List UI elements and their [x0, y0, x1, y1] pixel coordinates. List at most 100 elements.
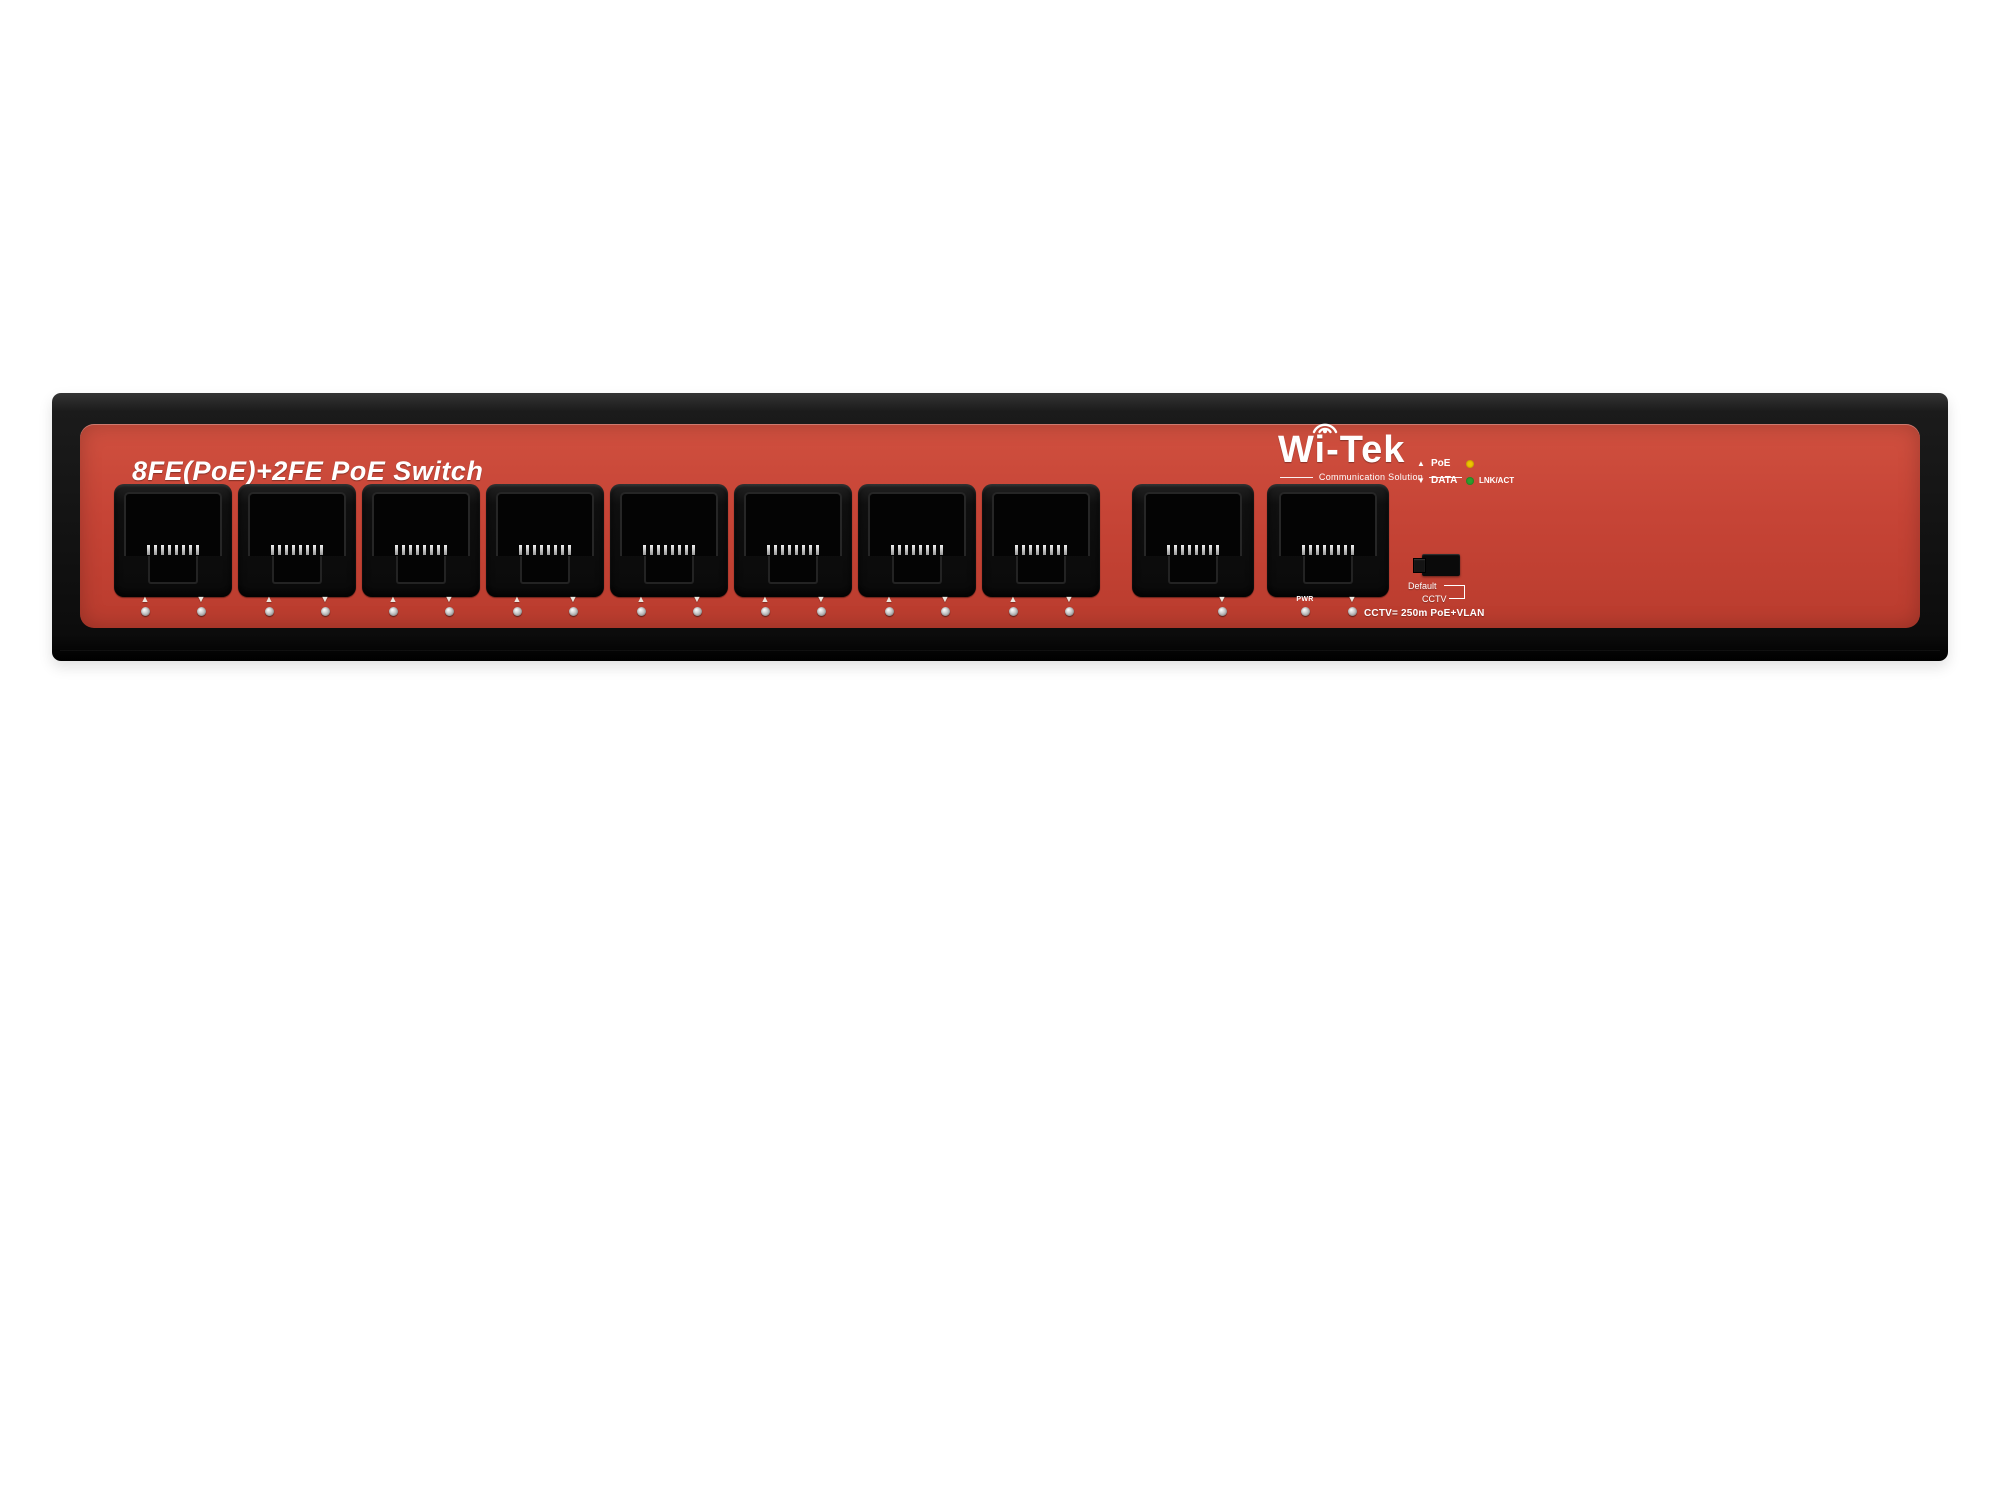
led-direction-arrow: ▼ — [444, 594, 454, 604]
tagline-left-line — [1280, 476, 1313, 478]
poe-led: ▲ — [633, 594, 649, 616]
rj45-pin — [788, 545, 791, 555]
poe-led: ▲ — [509, 594, 525, 616]
tagline-right-line — [1429, 476, 1462, 478]
rj45-pins — [1015, 545, 1067, 555]
poe-led: ▲ — [137, 594, 153, 616]
port-led-pair: ▲▼ — [509, 594, 581, 616]
dip-label-cctv: CCTV — [1422, 594, 1447, 604]
rj45-pin — [678, 545, 681, 555]
led-direction-arrow: ▼ — [568, 594, 578, 604]
rj45-opening — [744, 492, 842, 556]
rj45-port — [1132, 484, 1254, 597]
dip-bracket-line — [1449, 598, 1465, 599]
rj45-pin — [767, 545, 770, 555]
power-led: PWR — [1292, 596, 1318, 616]
port-led-pair: ▲▼ — [881, 594, 953, 616]
port-led-pair: ▲▼ — [261, 594, 333, 616]
rj45-jack — [124, 492, 222, 588]
led-lamp — [1300, 607, 1310, 616]
rj45-pin — [437, 545, 440, 555]
rj45-latch-slot — [644, 556, 694, 584]
rj45-port — [610, 484, 728, 597]
rj45-pin — [664, 545, 667, 555]
port-group-main — [114, 484, 1100, 597]
rj45-pin — [1057, 545, 1060, 555]
rj45-pin — [926, 545, 929, 555]
rj45-jack — [868, 492, 966, 588]
led-lamp — [512, 607, 522, 616]
rj45-pins — [271, 545, 323, 555]
rj45-pins — [147, 545, 199, 555]
rj45-pin — [554, 545, 557, 555]
port-led-pair: ▲▼ — [385, 594, 457, 616]
poe-led: ▲ — [757, 594, 773, 616]
rj45-pin — [540, 545, 543, 555]
rj45-pin — [1167, 545, 1170, 555]
rj45-pin — [1043, 545, 1046, 555]
data-led: ▼ — [813, 594, 829, 616]
led-direction-arrow: ▼ — [1347, 594, 1357, 604]
dip-label-default: Default — [1408, 581, 1437, 591]
rj45-pin — [1323, 545, 1326, 555]
port-group-uplink — [1132, 484, 1389, 597]
rj45-jack — [372, 492, 470, 588]
data-led: ▼ — [1061, 594, 1077, 616]
rj45-opening — [124, 492, 222, 556]
rj45-latch-slot — [520, 556, 570, 584]
rj45-pin — [1036, 545, 1039, 555]
rj45-opening — [372, 492, 470, 556]
rj45-pin — [940, 545, 943, 555]
rj45-latch-slot — [272, 556, 322, 584]
dip-bracket-line — [1444, 585, 1464, 586]
rj45-pins — [643, 545, 695, 555]
rj45-port — [486, 484, 604, 597]
rj45-latch-slot — [1016, 556, 1066, 584]
rj45-pin — [175, 545, 178, 555]
legend-row-poe: ▲PoE — [1416, 455, 1514, 472]
led-direction-arrow: ▲ — [512, 594, 522, 604]
rj45-opening — [248, 492, 346, 556]
rj45-pin — [430, 545, 433, 555]
product-title: 8FE(PoE)+2FE PoE Switch — [132, 456, 484, 486]
rj45-opening — [992, 492, 1090, 556]
led-lamp — [1064, 607, 1074, 616]
rj45-pin — [1209, 545, 1212, 555]
rj45-pin — [416, 545, 419, 555]
led-lamp — [568, 607, 578, 616]
rj45-pin — [423, 545, 426, 555]
rj45-pin — [1309, 545, 1312, 555]
rj45-pin — [154, 545, 157, 555]
rj45-latch-slot — [892, 556, 942, 584]
led-direction-arrow: ▲ — [760, 594, 770, 604]
led-direction-arrow: ▼ — [320, 594, 330, 604]
data-led: ▼ — [441, 594, 457, 616]
poe-led: ▲ — [385, 594, 401, 616]
rj45-pin — [795, 545, 798, 555]
dip-bracket-line — [1464, 585, 1465, 599]
led-direction-arrow: ▼ — [692, 594, 702, 604]
led-lamp — [264, 607, 274, 616]
legend-led-dot — [1466, 459, 1474, 468]
rj45-pin — [526, 545, 529, 555]
port-led-pair: ▲▼ — [1005, 594, 1077, 616]
rj45-pin — [781, 545, 784, 555]
rj45-pin — [278, 545, 281, 555]
led-direction-arrow: ▲ — [140, 594, 150, 604]
rj45-jack — [620, 492, 718, 588]
rj45-pins — [519, 545, 571, 555]
rj45-latch-slot — [1168, 556, 1218, 584]
brand-name: Wi-Tek — [1278, 429, 1406, 471]
led-lamp — [1347, 607, 1357, 616]
rj45-pin — [933, 545, 936, 555]
led-direction-arrow: ▼ — [1217, 594, 1227, 604]
rj45-pin — [1202, 545, 1205, 555]
brand-tagline: Communication Solution — [1318, 472, 1424, 482]
rj45-pin — [182, 545, 185, 555]
legend-label: PoE — [1431, 458, 1451, 469]
rj45-pin — [1188, 545, 1191, 555]
rj45-pins — [1302, 545, 1354, 555]
rj45-pin — [912, 545, 915, 555]
rj45-pin — [685, 545, 688, 555]
